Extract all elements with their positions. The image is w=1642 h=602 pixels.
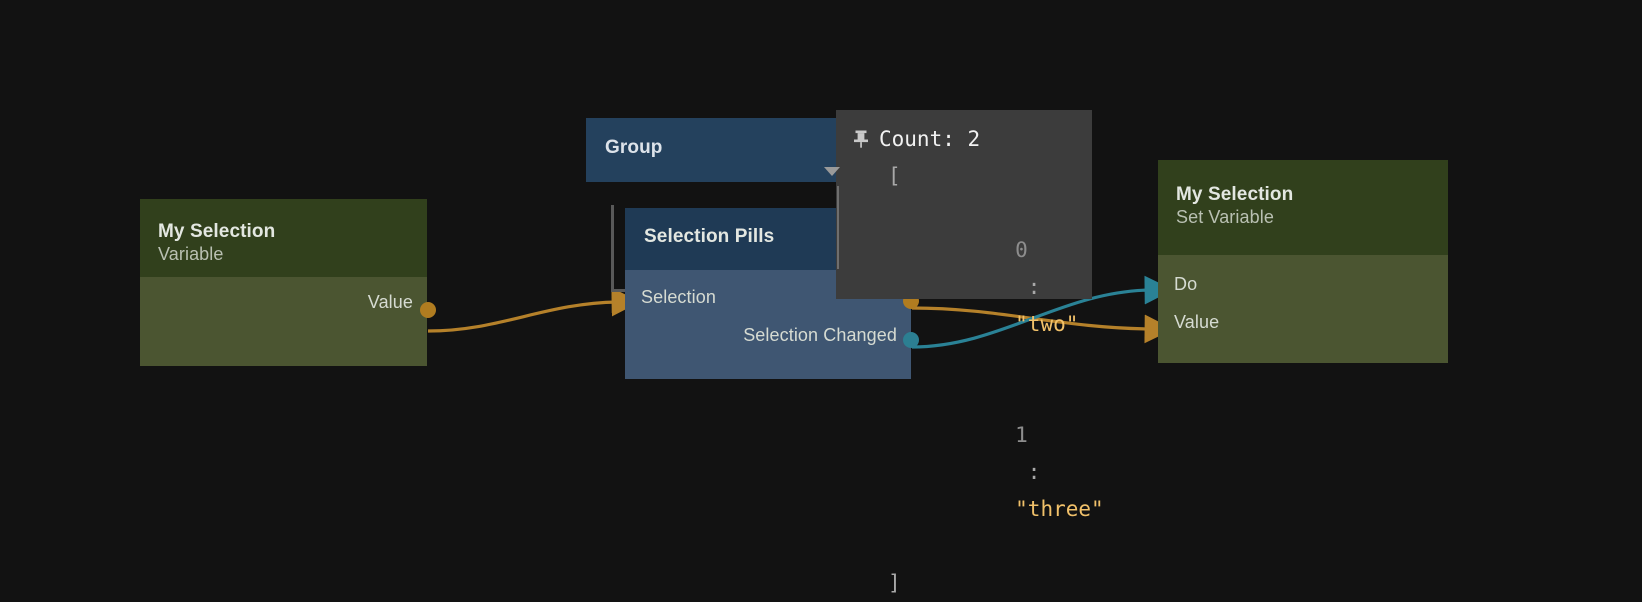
- node-setvar-subtitle: Set Variable: [1176, 207, 1274, 227]
- node-variable-body: Value: [140, 277, 436, 366]
- node-variable-title: My Selection: [158, 221, 276, 242]
- wire-value-to-selection: [427, 287, 641, 333]
- port-row-selection-changed-output[interactable]: Selection Changed: [625, 316, 911, 354]
- node-variable-header: My Selection Variable: [140, 199, 427, 277]
- node-setvar-header: My Selection Set Variable: [1158, 160, 1448, 255]
- inspector-entry-0-value: "two": [1015, 312, 1079, 336]
- node-pills-body: Selection Selection Changed: [625, 270, 919, 379]
- node-my-selection-variable[interactable]: My Selection Variable Value: [140, 199, 436, 366]
- node-setvar-title: My Selection: [1176, 184, 1294, 205]
- pin-icon[interactable]: [853, 129, 869, 149]
- port-label-selection-changed: Selection Changed: [743, 324, 897, 345]
- tree-guide-line: [837, 186, 839, 269]
- node-pills-title: Selection Pills: [644, 226, 775, 247]
- node-my-selection-set-variable[interactable]: My Selection Set Variable Do Value: [1158, 160, 1448, 363]
- inspector-entry-0-index: 0: [1015, 238, 1028, 262]
- node-setvar-body: Do Value: [1158, 255, 1448, 363]
- inspector-count-label: Count: 2: [879, 127, 981, 151]
- value-inspector-popup[interactable]: Count: 2 [ 0 : "two" 1 : "three" ]: [824, 110, 1104, 595]
- node-group-label: Group: [605, 137, 663, 158]
- port-dot-value-output[interactable]: [420, 302, 436, 318]
- inspector-entry-1-colon: :: [1015, 460, 1054, 484]
- group-bracket-vertical: [611, 205, 614, 292]
- inspector-tree: [ 0 : "two" 1 : "three" ]: [824, 158, 1104, 602]
- port-row-value-input[interactable]: Value: [1158, 303, 1448, 341]
- inspector-entry-1-value: "three": [1015, 497, 1104, 521]
- port-dot-selection-changed-output[interactable]: [903, 332, 919, 348]
- disclosure-triangle-icon[interactable]: [824, 167, 840, 176]
- inspector-entry-0-colon: :: [1015, 275, 1054, 299]
- inspector-entry-1-index: 1: [1015, 423, 1028, 447]
- inspector-entry-1: 1 : "three": [888, 380, 1104, 565]
- port-label-value-input: Value: [1174, 311, 1220, 332]
- inspector-open-bracket: [: [888, 164, 901, 188]
- port-row-do-input[interactable]: Do: [1158, 265, 1448, 303]
- inspector-entry-0: 0 : "two": [888, 195, 1092, 380]
- port-label-do: Do: [1174, 273, 1198, 294]
- port-row-value-output[interactable]: Value: [140, 283, 427, 321]
- inspector-close-bracket: ]: [888, 571, 901, 595]
- port-label-selection: Selection: [641, 286, 716, 307]
- node-variable-subtitle: Variable: [158, 244, 224, 264]
- port-label-value: Value: [367, 291, 413, 312]
- port-row-selection-input[interactable]: Selection: [625, 278, 911, 316]
- inspector-header: Count: 2: [836, 124, 1092, 154]
